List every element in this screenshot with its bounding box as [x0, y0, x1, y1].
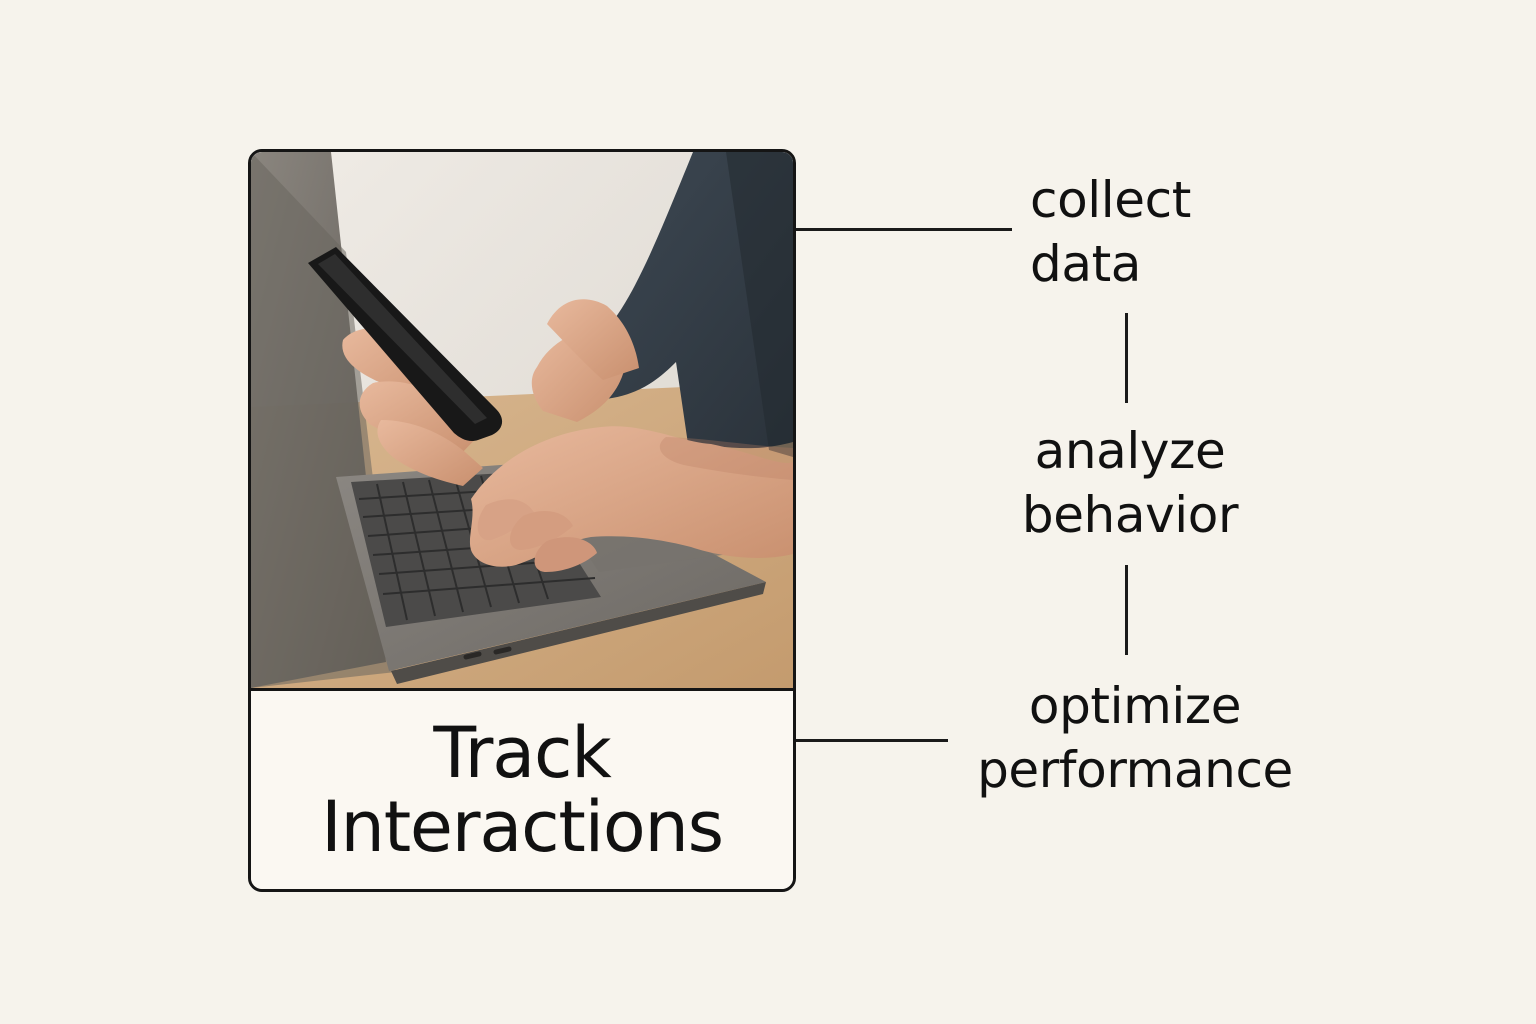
- step-3-line-1: optimize: [1028, 677, 1242, 735]
- connector-vertical-line-2: [1125, 565, 1128, 655]
- step-1-line-2: data: [1030, 234, 1142, 293]
- card-title: Track Interactions: [272, 716, 772, 864]
- step-3-line-2: performance: [977, 740, 1293, 799]
- laptop-phone-illustration: [251, 152, 793, 688]
- step-optimize-performance: optimize performance: [950, 675, 1320, 802]
- card-caption-panel: Track Interactions: [251, 688, 793, 889]
- step-collect-data: collect data: [1030, 169, 1260, 296]
- step-2-line-2: behavior: [1021, 485, 1239, 544]
- card-title-line-1: Track: [433, 711, 611, 794]
- step-1-line-1: collect: [1030, 171, 1191, 229]
- connector-vertical-line-1: [1125, 313, 1128, 403]
- step-2-line-1: analyze: [1034, 422, 1226, 480]
- step-analyze-behavior: analyze behavior: [995, 420, 1265, 547]
- connector-bottom-line: [796, 739, 948, 742]
- card-title-line-2: Interactions: [321, 786, 724, 868]
- track-interactions-card: Track Interactions: [248, 149, 796, 892]
- connector-top-line: [796, 228, 1012, 231]
